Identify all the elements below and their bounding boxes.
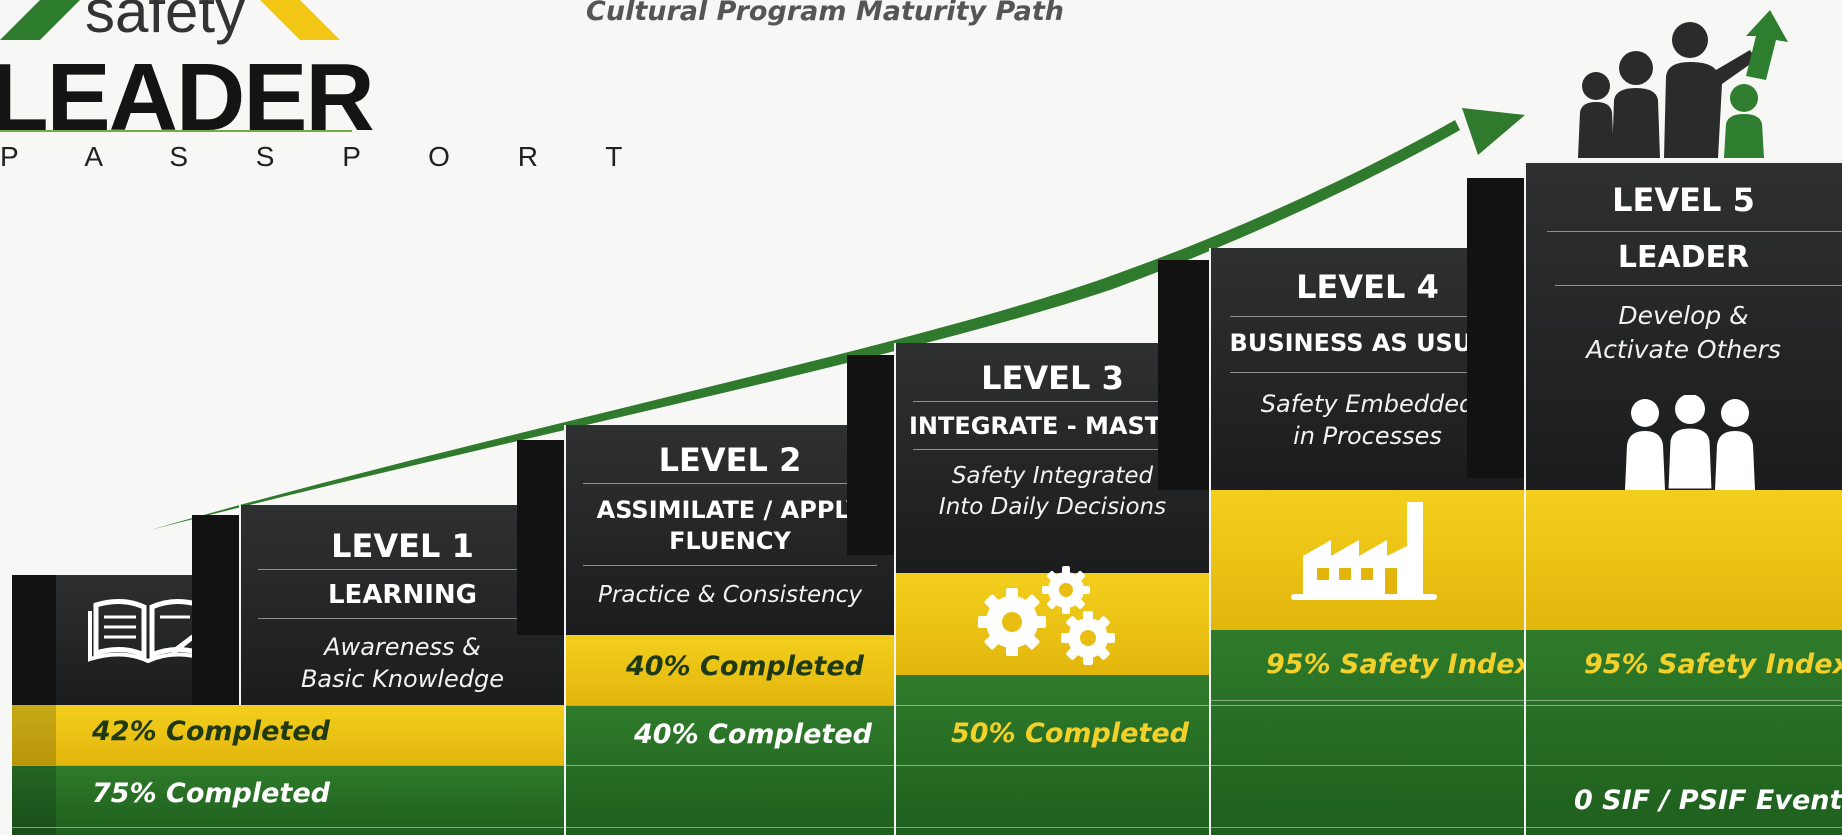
- brand-leader-text: LEADER: [0, 44, 375, 151]
- level-1-title: LEVEL 1: [331, 527, 474, 565]
- logo-arc-icon: [0, 0, 340, 40]
- level-2-side: [517, 440, 565, 635]
- level-5-title-divider: [1547, 231, 1842, 232]
- level-3-title-divider: [913, 401, 1192, 402]
- brand-safety-text: safety: [85, 0, 246, 45]
- column-divider: [239, 505, 241, 705]
- level-5-column: LEVEL 5 LEADER Develop & Activate Others: [1525, 163, 1842, 835]
- column-divider: [564, 425, 566, 835]
- level-1-title-divider: [258, 569, 547, 570]
- brand-divider: [0, 130, 352, 132]
- level-3-column: LEVEL 3 INTEGRATE - MASTER Safety Integr…: [895, 343, 1210, 835]
- level-2-green-band: [565, 705, 895, 835]
- level-2-yellow-band: [565, 635, 895, 705]
- brand-passport-text: P A S S P O R T: [0, 141, 653, 172]
- grid-line: [565, 705, 1842, 706]
- level-3-name: INTEGRATE - MASTER: [908, 412, 1197, 440]
- level-2-column: LEVEL 2 ASSIMILATE / APPLY FLUENCY Pract…: [565, 425, 895, 835]
- gears-icon: [978, 566, 1115, 665]
- level-2-stat-2: 40% Completed: [634, 719, 872, 750]
- level-5-name-divider: [1555, 285, 1842, 286]
- level-5-title: LEVEL 5: [1612, 181, 1755, 219]
- factory-icon: [1291, 502, 1437, 600]
- level-5-description: Develop & Activate Others: [1586, 301, 1781, 364]
- level-3-stat-1: 50% Completed: [951, 718, 1189, 749]
- level-3-description: Safety Integrated Into Daily Decisions: [938, 463, 1167, 521]
- level-1-stat-1: 42% Completed: [92, 716, 330, 747]
- level-4-green-band: [1210, 630, 1525, 835]
- level-5-name: LEADER: [1617, 240, 1750, 275]
- level-4-side: [1158, 260, 1210, 490]
- level-3-name-divider: [913, 449, 1192, 450]
- level-5-stat-1: 95% Safety Index: [1584, 649, 1842, 680]
- level-2-title-divider: [583, 483, 877, 484]
- level-4-name-divider: [1230, 372, 1505, 373]
- level-1-column: LEVEL 1 LEARNING Awareness & Basic Knowl…: [240, 505, 565, 835]
- level-1-side: [192, 515, 240, 705]
- level-4-stat-1: 95% Safety Index: [1266, 649, 1532, 680]
- level-1-yellow-band: [12, 705, 565, 765]
- level-1-description: Awareness & Basic Knowledge: [300, 633, 505, 694]
- level-3-green-band: [895, 675, 1210, 835]
- level-2-description: Practice & Consistency: [598, 582, 862, 608]
- level-1-name: LEARNING: [327, 580, 477, 610]
- level-2-name: ASSIMILATE / APPLY FLUENCY: [596, 496, 864, 556]
- level-3-title: LEVEL 3: [981, 359, 1124, 397]
- level-5-stat-2: 0 SIF / PSIF Events: [1574, 785, 1842, 816]
- grid-line: [12, 765, 1842, 766]
- level-4-title-divider: [1230, 316, 1505, 317]
- grid-line: [1210, 700, 1842, 701]
- level-5-side: [1467, 178, 1525, 478]
- level-1-name-divider: [258, 618, 547, 619]
- grid-line: [12, 827, 1842, 828]
- page-subtitle: Cultural Program Maturity Path: [586, 0, 1064, 27]
- level-4-description: Safety Embedded in Processes: [1260, 390, 1475, 451]
- people-icon: [1625, 395, 1755, 490]
- level-3-side: [847, 355, 895, 555]
- column-divider: [894, 343, 896, 835]
- level-5-yellow-band: [1525, 490, 1842, 630]
- level-2-name-divider: [583, 565, 877, 566]
- level-1-green-band: [12, 765, 565, 835]
- level-1-stat-2: 75% Completed: [92, 778, 330, 809]
- level-4-name: BUSINESS AS USUAL: [1229, 329, 1506, 357]
- leader-people-arrow-icon: [1578, 10, 1788, 158]
- level-2-title: LEVEL 2: [658, 441, 802, 479]
- level-5-green-band: [1525, 630, 1842, 835]
- level-4-title: LEVEL 4: [1296, 268, 1439, 306]
- column-divider: [1209, 248, 1211, 835]
- level-2-stat-1: 40% Completed: [626, 651, 864, 682]
- column-divider: [1524, 163, 1526, 835]
